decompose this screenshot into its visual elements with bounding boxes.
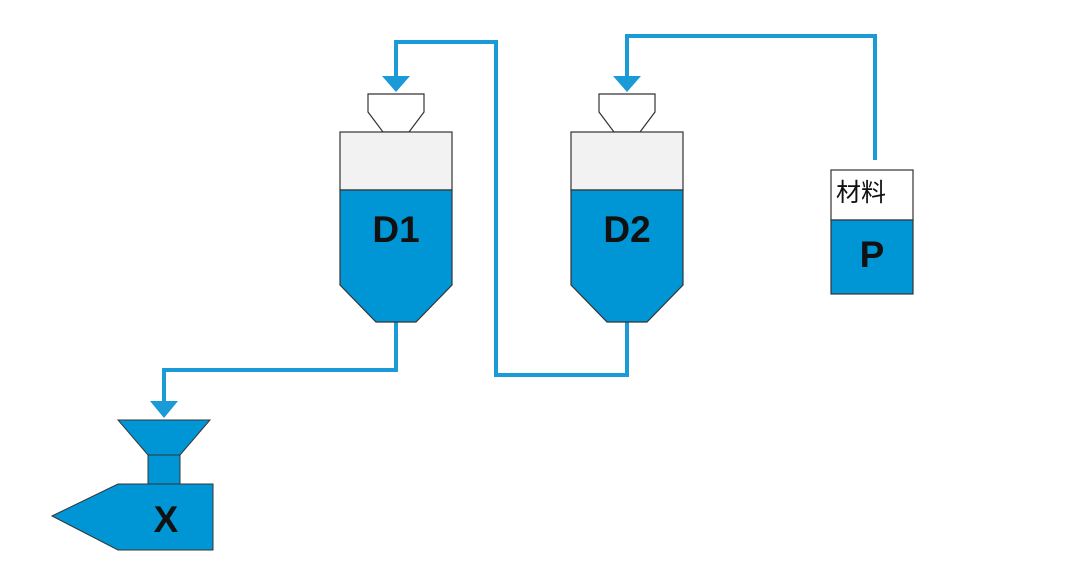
source-empty-section (830, 169, 914, 221)
hopper-d2-fill-section (570, 189, 684, 323)
hopper-d1-inlet (367, 93, 425, 133)
machine-x: X (50, 419, 214, 551)
hopper-d1-label: D1 (372, 209, 419, 250)
machine-x-body (50, 483, 214, 551)
hopper-d2-empty-section (570, 131, 684, 191)
arrow-into-x-icon (150, 401, 178, 418)
source-fill-section (830, 219, 914, 295)
source-material-label: 材料 (836, 178, 886, 207)
pipes (162, 34, 877, 402)
hopper-d1-fill-section (339, 189, 453, 323)
hopper-d1: D1 (339, 93, 453, 323)
hopper-d1-empty-section (339, 131, 453, 191)
hopper-d2-label: D2 (603, 209, 650, 250)
arrow-into-d2-icon (613, 76, 641, 92)
arrowheads (150, 76, 641, 418)
machine-x-label: X (154, 499, 179, 540)
machine-x-funnel (116, 419, 212, 456)
pipe-d1-to-x (162, 322, 398, 402)
pipe-d2-to-d1 (394, 40, 629, 377)
hopper-d2: D2 (570, 93, 684, 323)
machine-x-neck (147, 454, 181, 486)
arrow-into-d1-icon (382, 76, 410, 92)
source-label: P (860, 234, 885, 275)
hopper-d2-inlet (598, 93, 656, 133)
material-source-p: 材料 P (830, 169, 914, 295)
pipe-p-to-d2 (625, 34, 877, 160)
